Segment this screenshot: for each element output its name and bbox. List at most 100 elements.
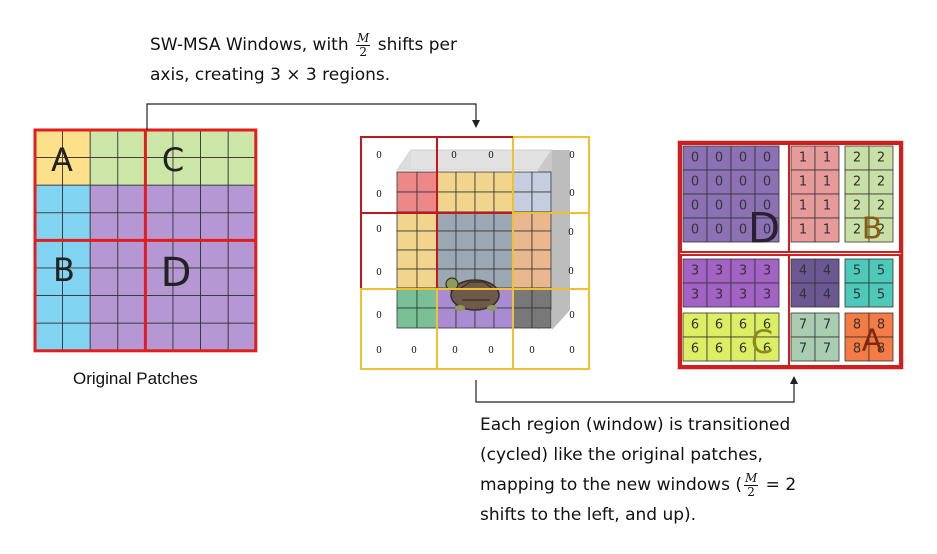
patch-cell	[172, 212, 202, 241]
region-cell	[868, 217, 894, 243]
patch-cell	[200, 212, 229, 241]
patch-cell	[200, 267, 229, 297]
region-value: 0	[739, 175, 747, 190]
grid-cell	[531, 171, 552, 193]
region-cell	[682, 312, 708, 338]
region-value: 1	[799, 199, 807, 214]
region-label-a: A	[862, 324, 883, 359]
region-value: 6	[763, 342, 771, 357]
patch-cell	[200, 157, 229, 186]
patch-cell	[227, 295, 257, 324]
caption-bottom: Each region (window) is transitioned (cy…	[480, 410, 840, 530]
patch-cell	[200, 239, 229, 269]
region-cell	[790, 169, 816, 195]
region-cell	[814, 169, 840, 195]
grid-cell	[396, 287, 418, 309]
region-pink	[396, 171, 438, 213]
grid-cell	[396, 191, 418, 213]
region-value: 6	[715, 318, 723, 333]
patch-cell	[117, 184, 146, 214]
region-cell	[682, 282, 708, 308]
region-cell	[730, 336, 756, 362]
zero-value: 0	[376, 151, 382, 161]
zero-value: 0	[568, 228, 574, 238]
patch-cell	[144, 212, 174, 241]
region-value: 7	[823, 318, 831, 333]
box-side-face	[552, 150, 570, 330]
patch-cell	[62, 295, 91, 324]
region-value: 2	[853, 199, 861, 214]
grid-cell	[512, 230, 533, 251]
patch-cell	[117, 239, 146, 269]
region-value: 8	[853, 318, 861, 333]
zero-value: 0	[569, 189, 575, 199]
turtle-leg	[487, 305, 497, 311]
patch-cell	[227, 322, 257, 352]
patch-cell	[34, 295, 64, 324]
region-value: 6	[739, 342, 747, 357]
grid-cell	[396, 171, 418, 193]
patch-cell	[62, 157, 91, 186]
zero-value: 0	[451, 151, 457, 161]
region-value: 7	[799, 342, 807, 357]
caption-bottom-line-1: Each region (window) is transitioned	[480, 415, 791, 435]
grid-cell	[493, 211, 514, 232]
region-value: 0	[691, 175, 699, 190]
region-value: 2	[877, 223, 885, 238]
region-value: 2	[853, 175, 861, 190]
patch-cell	[172, 129, 202, 159]
patch-cell	[144, 295, 174, 324]
grid-cell	[396, 268, 418, 289]
region-dark	[512, 287, 552, 329]
patch-cell	[89, 267, 119, 297]
region-value: 1	[799, 151, 807, 166]
grid-cell	[416, 211, 438, 232]
region-value: 8	[853, 342, 861, 357]
grid-cell	[455, 171, 476, 193]
patch-cell	[89, 184, 119, 214]
zero-value: 0	[569, 346, 575, 356]
region-cell	[868, 145, 894, 171]
region-cell	[706, 193, 732, 219]
patch-cell	[62, 322, 91, 352]
region-cell	[790, 145, 816, 171]
region-value: 0	[739, 199, 747, 214]
grid-cell	[493, 307, 514, 329]
region-value: 0	[715, 223, 723, 238]
zero-value: 0	[376, 225, 382, 235]
grid-cell	[512, 249, 533, 270]
caption-top-text-b: shifts per	[372, 35, 457, 55]
region-cell	[682, 169, 708, 195]
region-value: 2	[853, 151, 861, 166]
region-cell	[682, 217, 708, 243]
patch-cell	[172, 157, 202, 186]
region-value: 2	[877, 199, 885, 214]
grid-cell	[474, 249, 495, 270]
region-value: 7	[823, 342, 831, 357]
grid-cell	[455, 230, 476, 251]
zero-value: 0	[376, 190, 382, 200]
region-label-b: B	[862, 212, 883, 247]
grid-cell	[531, 211, 552, 232]
turtle-leg	[455, 305, 465, 311]
grid-cell	[396, 230, 418, 251]
grid-cell	[474, 211, 495, 232]
patch-cell	[62, 267, 91, 297]
region-cell	[754, 217, 780, 243]
box-top-left	[397, 150, 411, 170]
caption-top-line-2: axis, creating 3 × 3 regions.	[150, 65, 391, 85]
grid-cell	[531, 287, 552, 309]
grid-cell	[416, 171, 438, 193]
grid-cell	[436, 171, 457, 193]
grid-cell	[512, 171, 533, 193]
region-value: 0	[739, 223, 747, 238]
grid-cell	[436, 191, 457, 213]
patch-cell	[227, 267, 257, 297]
region-cell	[730, 217, 756, 243]
region-value: 4	[823, 288, 831, 303]
patch-cell	[227, 184, 257, 214]
